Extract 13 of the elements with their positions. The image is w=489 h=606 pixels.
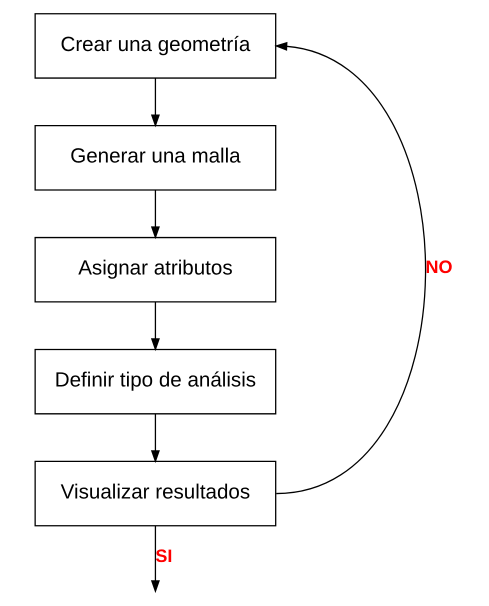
arrow — [150, 78, 160, 128]
arrow — [150, 414, 160, 464]
edge-label: SI — [155, 546, 172, 566]
node-box: Crear una geometría — [34, 13, 276, 79]
edge-label: NO — [426, 257, 453, 278]
node-box: Asignar atributos — [34, 236, 276, 303]
arrow — [150, 190, 160, 240]
node-box: Visualizar resultados — [34, 460, 276, 526]
arrow — [274, 42, 426, 494]
node-box: Generar una malla — [34, 125, 276, 191]
arrow — [150, 526, 160, 594]
arrow — [150, 302, 160, 352]
node-box: Definir tipo de análisis — [34, 348, 276, 414]
